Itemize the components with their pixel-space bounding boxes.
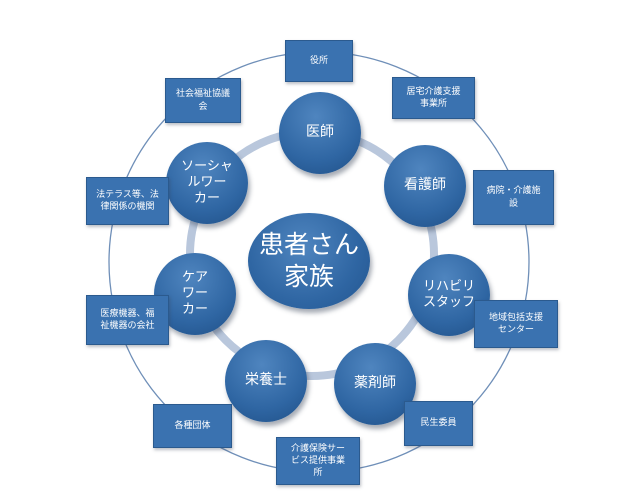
box-welfare-commissioner: 民生委員 — [404, 401, 473, 446]
node-nurse: 看護師 — [384, 145, 466, 227]
box-medical-equipment: 医療機器、福 祉機器の会社 — [86, 295, 169, 345]
box-home-care-office: 居宅介護支援 事業所 — [392, 77, 475, 119]
box-hospital-facility: 病院・介護施 設 — [473, 170, 554, 225]
node-social-worker: ソーシャ ルワー カー — [166, 142, 248, 224]
box-regional-center: 地域包括支援 センター — [474, 300, 558, 348]
box-various-groups: 各種団体 — [153, 404, 232, 448]
node-dietitian: 栄養士 — [225, 340, 307, 422]
node-pharmacist: 薬剤師 — [334, 343, 416, 425]
node-doctor: 医師 — [279, 92, 361, 174]
box-care-service-provider: 介護保険サー ビス提供事業 所 — [276, 437, 360, 485]
node-patient-family: 患者さん 家族 — [248, 213, 370, 309]
box-city-office: 役所 — [285, 40, 353, 82]
box-social-welfare-council: 社会福祉協議 会 — [165, 78, 241, 123]
box-legal: 法テラス等、法 律関係の機関 — [86, 177, 169, 225]
